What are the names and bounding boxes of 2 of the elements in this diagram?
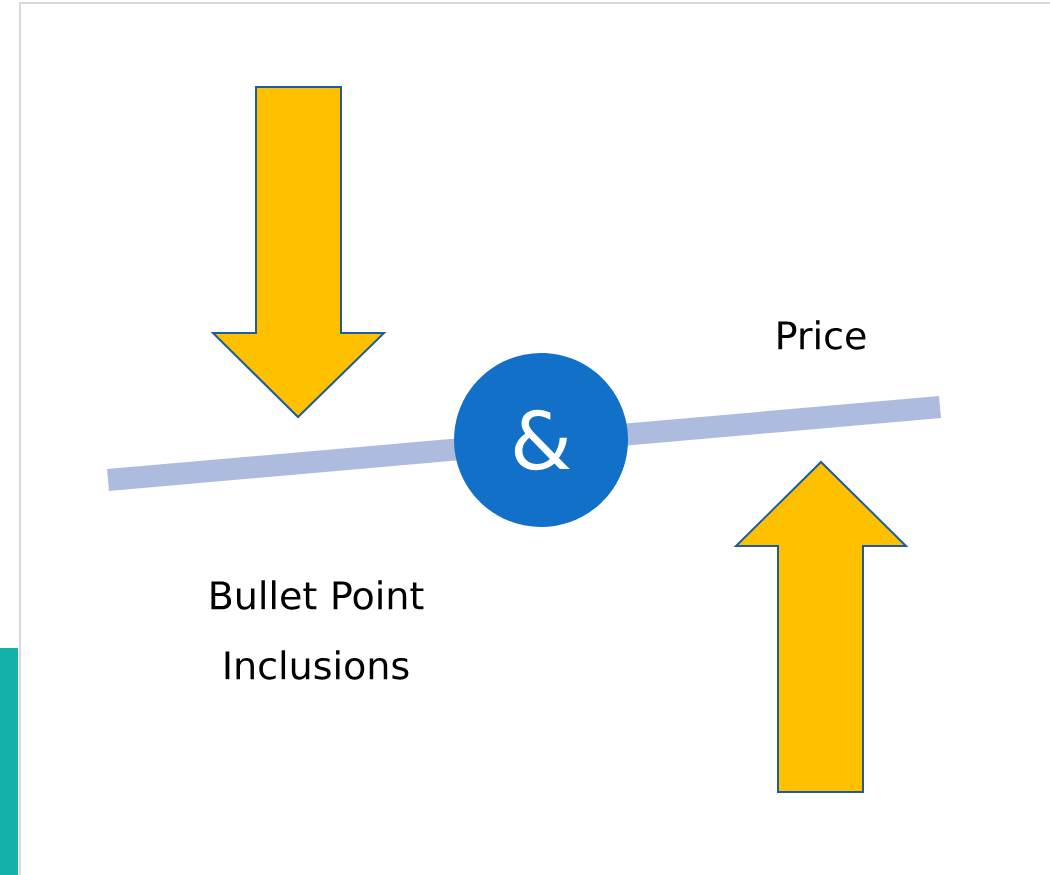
price-label: Price [778,320,866,350]
text-label: Bullet Point Inclusions [211,580,424,680]
